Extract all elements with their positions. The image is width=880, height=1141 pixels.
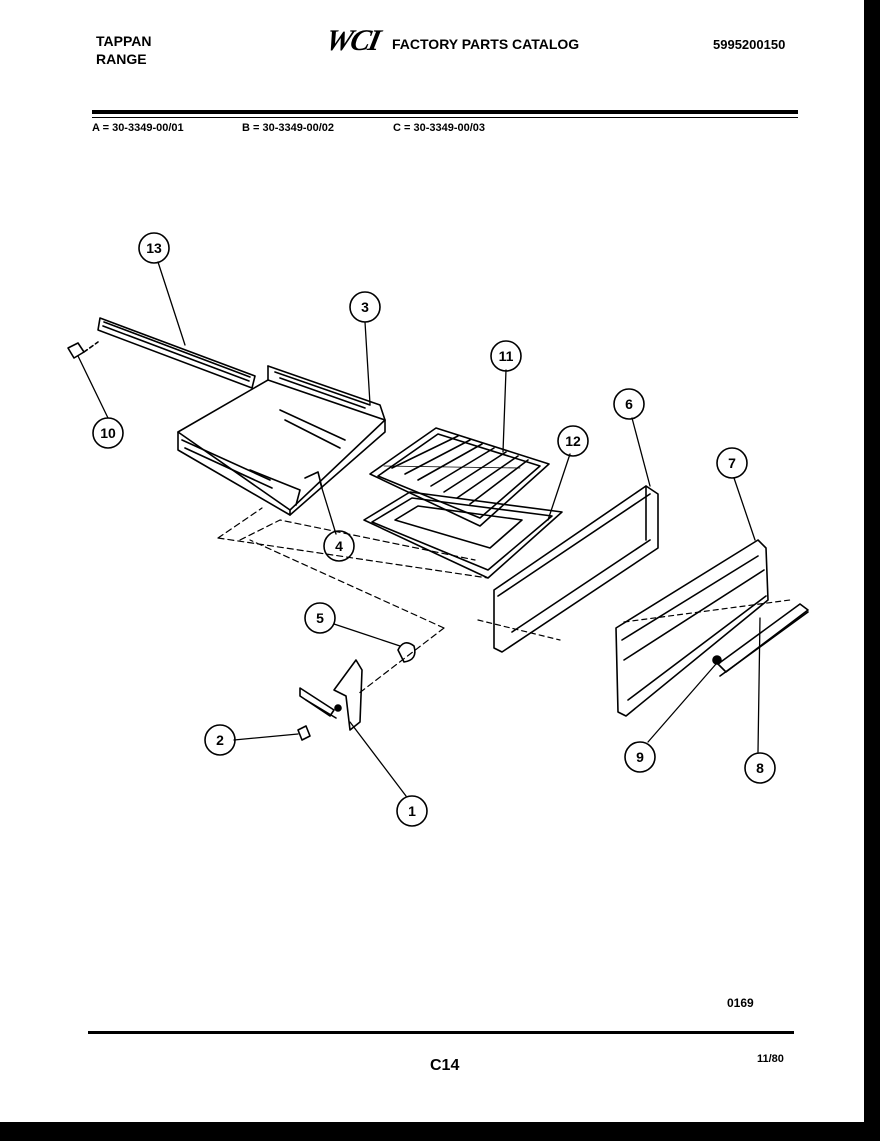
footer-rule [88, 1031, 794, 1034]
part-1-bracket [299, 659, 363, 731]
callout-1-label: 1 [408, 803, 416, 819]
part-3-broiler-frame [177, 365, 386, 516]
callout-2: 2 [204, 724, 236, 756]
callout-3: 3 [349, 291, 381, 323]
part-12-broiler-pan [363, 491, 563, 579]
callout-9: 9 [624, 741, 656, 773]
part-10-screw [67, 341, 99, 359]
part-9-screw [712, 655, 722, 665]
callout-11: 11 [490, 340, 522, 372]
part-6-front-panel [477, 485, 659, 653]
callout-7: 7 [716, 447, 748, 479]
callout-5: 5 [304, 602, 336, 634]
callout-6-label: 6 [625, 396, 633, 412]
product-type: RANGE [96, 51, 147, 67]
leader-lines [77, 261, 761, 797]
callout-8-label: 8 [756, 760, 764, 776]
part-7-drawer-front [615, 539, 791, 717]
callout-9-label: 9 [636, 749, 644, 765]
callout-5-label: 5 [316, 610, 324, 626]
model-a: A = 30-3349-00/01 [92, 122, 184, 134]
header-rule [92, 110, 798, 114]
revision-date: 11/80 [757, 1053, 784, 1065]
part-5-igniter [397, 642, 416, 663]
header-rule-thin [92, 117, 798, 118]
callout-12: 12 [557, 425, 589, 457]
callout-12-label: 12 [565, 433, 581, 449]
part-13-rail [97, 317, 256, 389]
callout-13: 13 [138, 232, 170, 264]
callout-10: 10 [92, 417, 124, 449]
callout-2-label: 2 [216, 732, 224, 748]
callout-7-label: 7 [728, 455, 736, 471]
brand-name: TAPPAN [96, 33, 152, 49]
callout-6: 6 [613, 388, 645, 420]
callout-13-label: 13 [146, 240, 162, 256]
callout-4: 4 [323, 530, 355, 562]
catalog-number: 5995200150 [713, 37, 786, 52]
callout-11-label: 11 [499, 348, 514, 364]
scan-edge-bottom [0, 1122, 880, 1141]
model-b: B = 30-3349-00/02 [242, 122, 335, 134]
callout-8: 8 [744, 752, 776, 784]
part-8-trim-strip [717, 603, 809, 677]
callout-4-label: 4 [335, 538, 343, 554]
drawing-number: 0169 [727, 996, 754, 1010]
brand-block: TAPPAN RANGE [96, 32, 151, 68]
part-2-screw [297, 725, 311, 741]
callout-10-label: 10 [100, 425, 116, 441]
model-c: C = 30-3349-00/03 [393, 122, 486, 134]
page-number: C14 [430, 1057, 460, 1074]
callout-3-label: 3 [361, 299, 369, 315]
scan-edge-right [864, 0, 880, 1141]
catalog-title: FACTORY PARTS CATALOG [392, 36, 580, 52]
assembly-guide-lines [217, 507, 489, 695]
callout-1: 1 [396, 795, 428, 827]
